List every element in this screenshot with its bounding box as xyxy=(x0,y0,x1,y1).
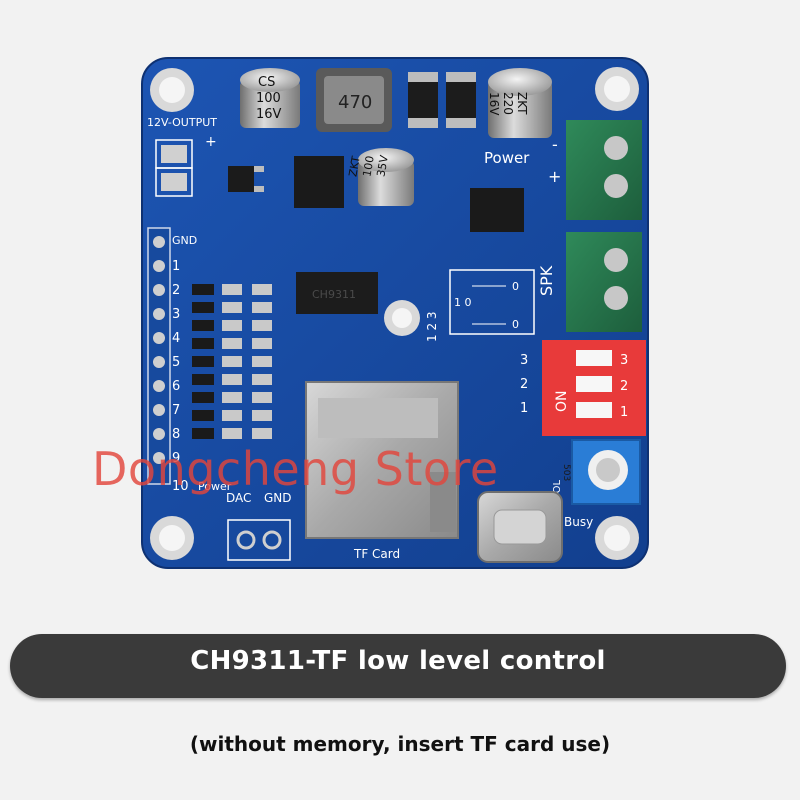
label-tf-card: TF Card xyxy=(353,547,400,561)
svg-text:2: 2 xyxy=(172,283,180,298)
tf-card-slot xyxy=(305,381,459,539)
svg-text:1 2 3: 1 2 3 xyxy=(425,311,439,342)
resistor-array xyxy=(192,284,272,439)
svg-text:CH9311: CH9311 xyxy=(312,288,356,301)
pin-header-left xyxy=(147,227,171,485)
svg-text:ZKT: ZKT xyxy=(346,155,362,178)
label-vol: VOL xyxy=(552,479,563,500)
ch9311-chip: CH9311 xyxy=(296,272,378,314)
label-gnd-left: GND xyxy=(172,234,197,247)
label-power-right: Power xyxy=(484,149,530,167)
svg-text:2: 2 xyxy=(520,377,528,392)
label-minus: - xyxy=(552,135,558,154)
svg-text:220: 220 xyxy=(501,92,515,115)
dac-gnd-pads xyxy=(227,519,291,561)
svg-text:8: 8 xyxy=(172,427,180,442)
dip-switch: ON 3 2 1 xyxy=(542,340,646,436)
label-dac: DAC xyxy=(226,491,251,505)
subtitle: (without memory, insert TF card use) xyxy=(189,732,611,756)
dip-side-labels: 1 2 3 xyxy=(520,353,528,416)
svg-text:4: 4 xyxy=(172,331,180,346)
pin-labels: 1 2 3 4 5 6 7 8 9 10 xyxy=(172,259,189,494)
svg-text:ON: ON xyxy=(554,391,570,413)
svg-text:3: 3 xyxy=(620,353,628,368)
ic-8pin-top xyxy=(294,156,344,208)
banner-title: CH9311-TF low level control xyxy=(190,646,606,676)
svg-text:16V: 16V xyxy=(487,92,501,116)
label-12v-output: 12V-OUTPUT xyxy=(147,116,217,129)
label-spk: SPK xyxy=(537,265,556,296)
capacitor-zkt-100: ZKT 100 35V xyxy=(346,148,414,206)
svg-text:1: 1 xyxy=(620,405,628,420)
label-12v-plus: + xyxy=(205,134,217,150)
svg-text:2: 2 xyxy=(620,379,628,394)
pcb-board-photo: GND 1 2 3 4 5 6 7 8 9 10 xyxy=(141,57,649,569)
svg-text:ZKT: ZKT xyxy=(515,92,529,115)
svg-text:35V: 35V xyxy=(374,154,391,178)
svg-text:503: 503 xyxy=(561,464,571,481)
svg-text:100: 100 xyxy=(256,91,281,106)
label-power-left: Power xyxy=(198,480,232,493)
usb-c-port xyxy=(477,491,563,563)
label-gnd-bottom: GND xyxy=(264,491,292,505)
svg-text:3: 3 xyxy=(172,307,180,322)
mounting-holes xyxy=(150,67,639,560)
volume-potentiometer: 503 xyxy=(561,439,641,505)
inductor-470: 470 xyxy=(316,68,392,132)
svg-text:470: 470 xyxy=(338,92,372,113)
label-busy: Busy xyxy=(564,515,593,529)
svg-text:100: 100 xyxy=(360,155,376,178)
svg-text:6: 6 xyxy=(172,379,180,394)
svg-text:1 0: 1 0 xyxy=(454,296,472,309)
svg-text:16V: 16V xyxy=(256,107,282,122)
title-banner: CH9311-TF low level control xyxy=(10,634,786,698)
svg-text:10: 10 xyxy=(172,479,189,494)
svg-text:0: 0 xyxy=(512,280,519,293)
regulator xyxy=(228,166,264,192)
svg-text:3: 3 xyxy=(520,353,528,368)
svg-text:1: 1 xyxy=(172,259,180,274)
label-plus-right: + xyxy=(548,167,561,186)
amplifier-ic xyxy=(470,188,524,232)
svg-text:7: 7 xyxy=(172,403,180,418)
svg-text:CS: CS xyxy=(258,75,275,90)
capacitor-cs-100: CS 100 16V xyxy=(240,68,300,128)
diodes xyxy=(408,72,476,128)
capacitor-zkt-220: ZKT 220 16V xyxy=(487,68,552,138)
speaker-terminal-blocks xyxy=(566,120,642,332)
svg-text:9: 9 xyxy=(172,451,180,466)
svg-text:1: 1 xyxy=(520,401,528,416)
svg-text:0: 0 xyxy=(512,318,519,331)
mode-legend: 1 2 3 1 0 0 0 xyxy=(425,269,535,342)
output-pads xyxy=(155,139,193,197)
svg-text:5: 5 xyxy=(172,355,180,370)
